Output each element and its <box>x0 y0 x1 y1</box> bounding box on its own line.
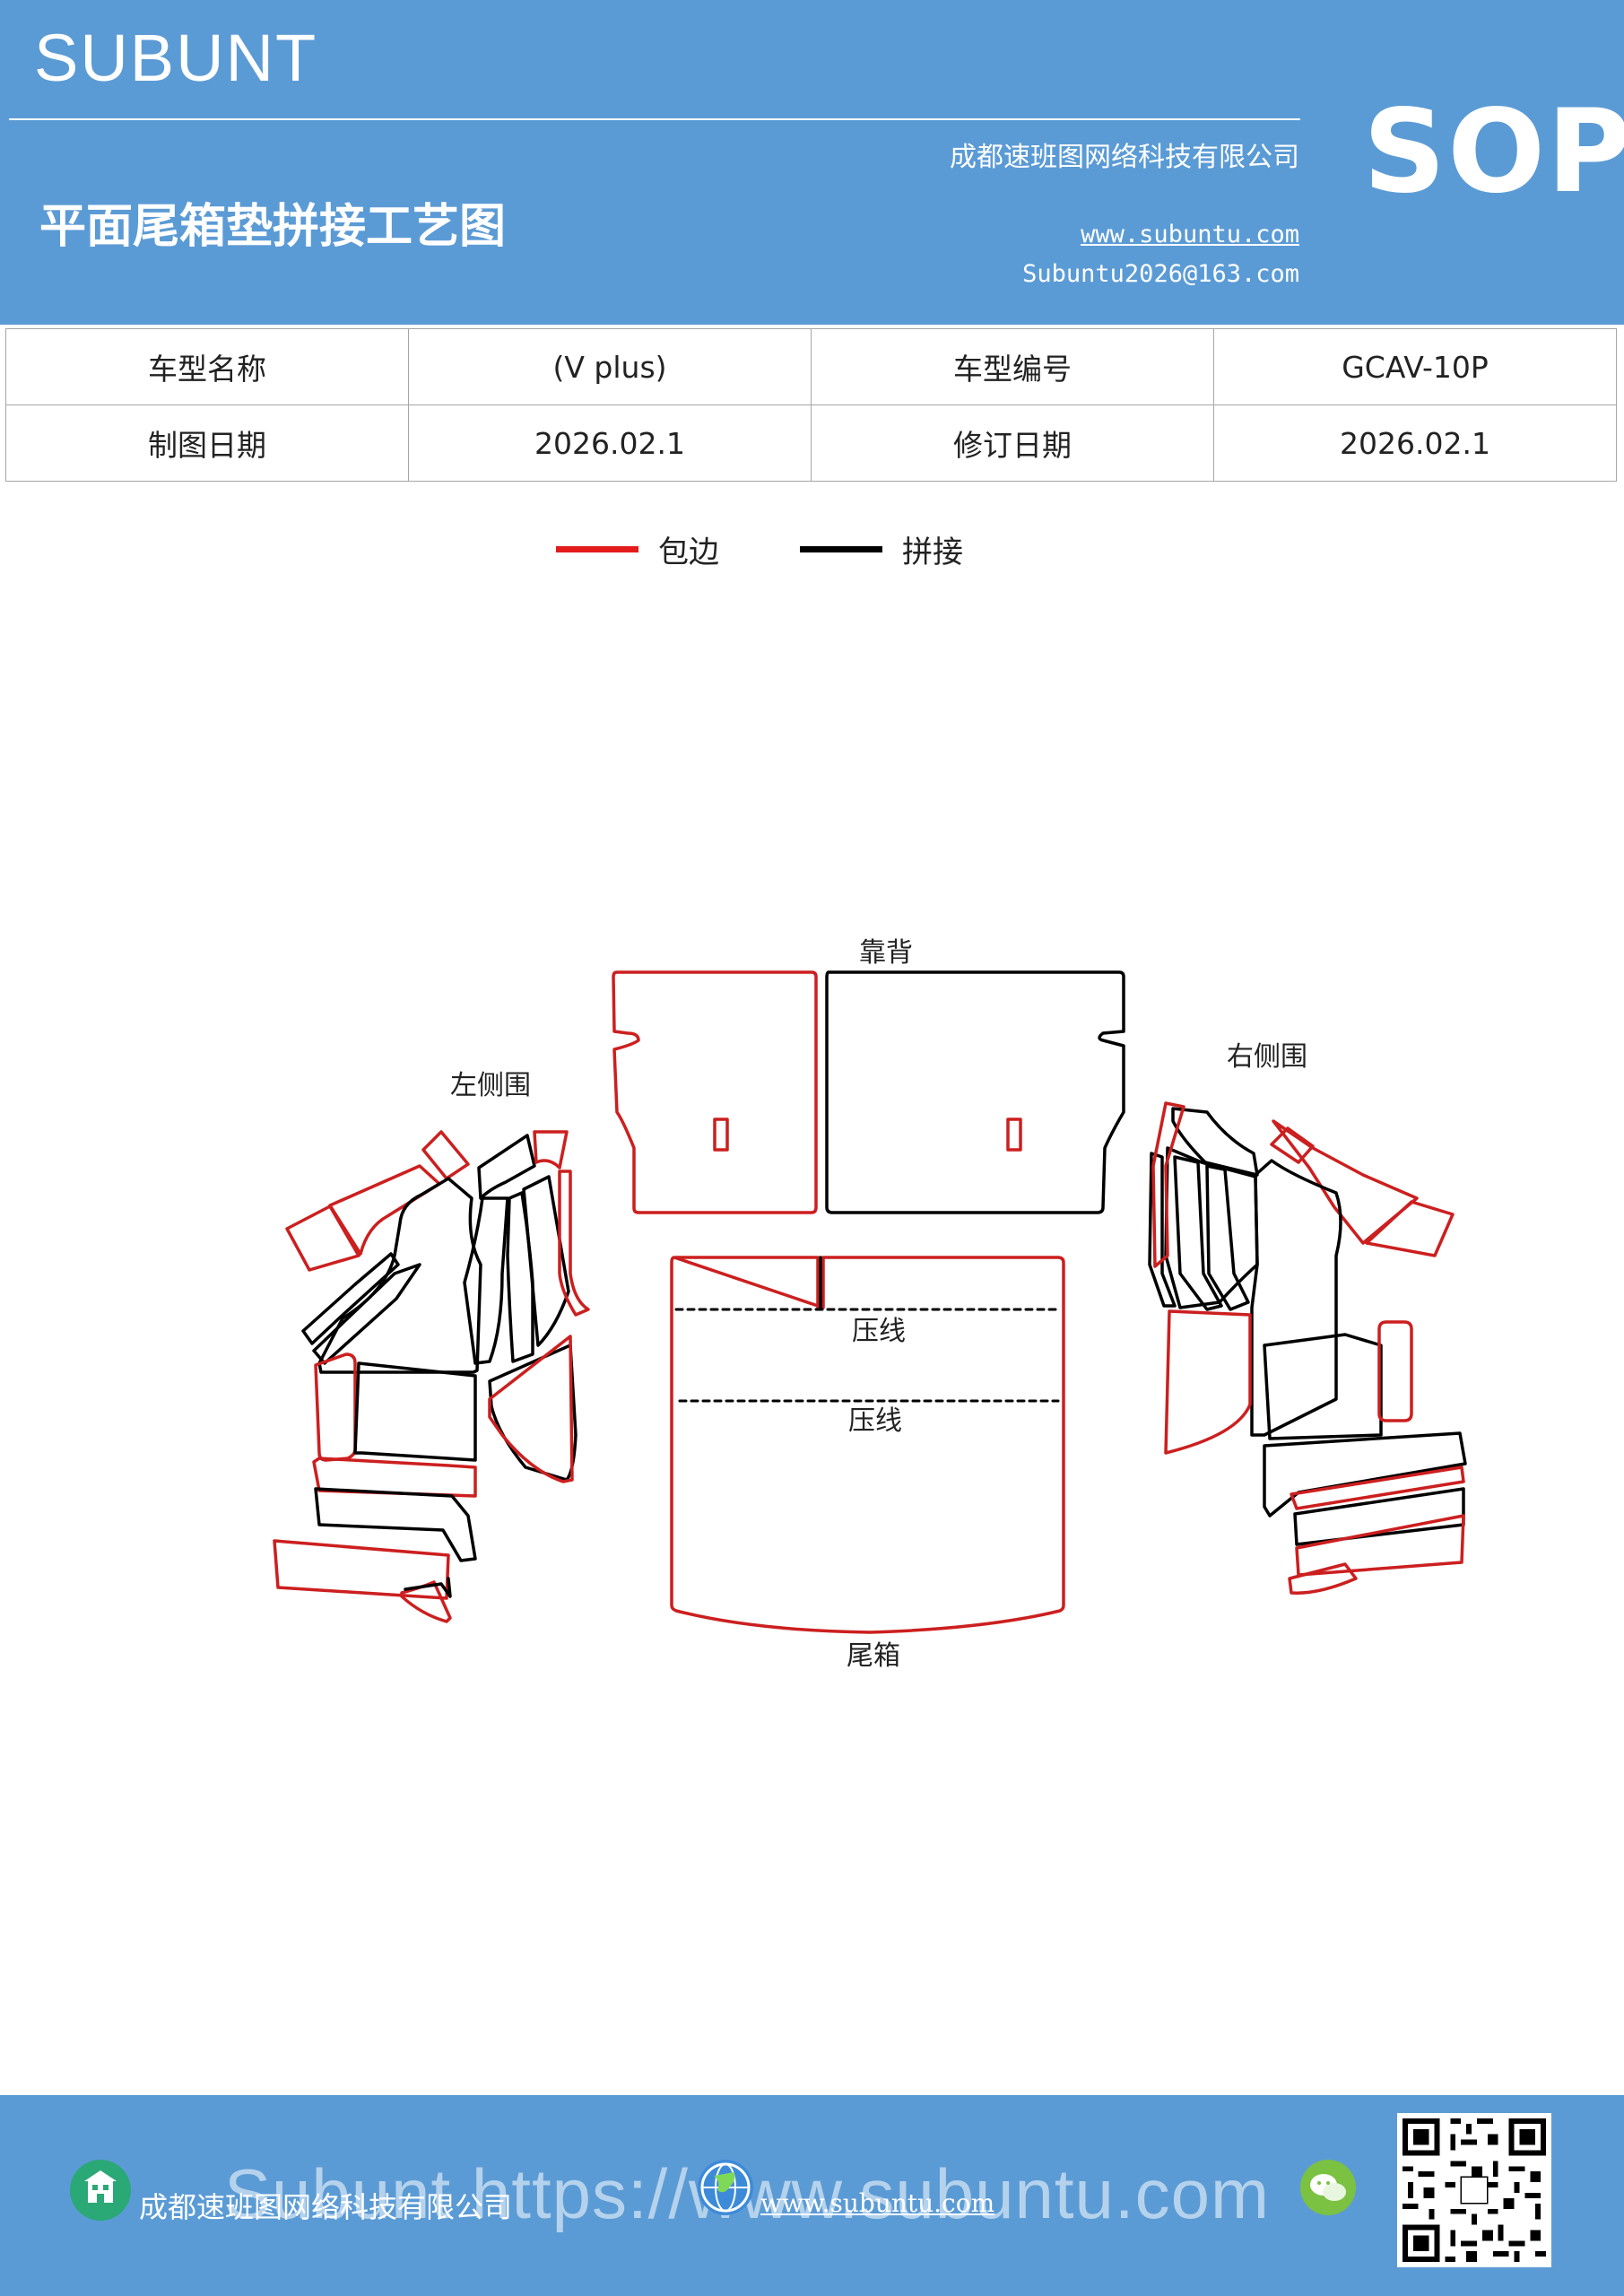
website-link[interactable]: www.subuntu.com <box>1081 221 1299 248</box>
backrest-left-slot <box>713 1118 729 1152</box>
company-name: 成都速班图网络科技有限公司 <box>950 142 1299 173</box>
label-left-side: 左侧围 <box>450 1070 531 1101</box>
email-address: Subuntu2026@163.com <box>1022 260 1299 288</box>
table-cell: 车型名称 <box>5 328 409 405</box>
legend-red-swatch <box>556 545 638 552</box>
building-icon <box>70 2160 131 2221</box>
qr-code <box>1397 2113 1551 2267</box>
backrest-right-slot <box>1006 1118 1022 1152</box>
legend-label: 包边 <box>658 534 719 570</box>
footer-website-link[interactable]: www.subuntu.com <box>760 2188 995 2218</box>
table-cell: 制图日期 <box>5 404 409 482</box>
header-divider <box>9 118 1300 120</box>
label-trunk: 尾箱 <box>847 1640 900 1672</box>
table-cell: 2026.02.1 <box>408 404 812 482</box>
label-crease-1: 压线 <box>852 1316 906 1347</box>
table-row: 车型名称 (V plus) 车型编号 GCAV-10P <box>5 328 1617 405</box>
vehicle-info-table: 车型名称 (V plus) 车型编号 GCAV-10P 制图日期 2026.02… <box>5 328 1617 482</box>
legend-item-seam: 拼接 <box>800 522 963 576</box>
table-cell: (V plus) <box>408 328 812 405</box>
footer-banner: Subunt https://www.subuntu.com 成都速班图网络科技… <box>0 2095 1624 2296</box>
brand-name: SUBUNT <box>34 21 318 95</box>
left-side-cover <box>273 1130 590 1623</box>
header-banner: SUBUNT SOP 平面尾箱垫拼接工艺图 成都速班图网络科技有限公司 www.… <box>0 0 1624 325</box>
sop-badge: SOP <box>1363 85 1624 219</box>
right-side-cover <box>1148 1101 1467 1595</box>
footer-company-name: 成都速班图网络科技有限公司 <box>139 2190 513 2224</box>
table-cell: 2026.02.1 <box>1213 404 1617 482</box>
table-cell: GCAV-10P <box>1213 328 1617 405</box>
table-cell: 车型编号 <box>811 328 1214 405</box>
backrest-right-panel <box>825 970 1125 1214</box>
table-row: 制图日期 2026.02.1 修订日期 2026.02.1 <box>5 404 1617 482</box>
label-crease-2: 压线 <box>848 1405 902 1437</box>
trunk-floor-panel <box>670 1256 1065 1634</box>
label-backrest: 靠背 <box>859 937 913 969</box>
globe-icon <box>698 2160 753 2215</box>
document-title: 平面尾箱垫拼接工艺图 <box>39 200 507 254</box>
legend-black-swatch <box>800 545 882 552</box>
legend-label: 拼接 <box>902 534 963 570</box>
mat-pattern-diagram: 靠背 左侧围 右侧围 压线 压线 尾箱 <box>273 937 1467 1672</box>
backrest-left-panel <box>612 970 818 1214</box>
label-right-side: 右侧围 <box>1227 1041 1307 1073</box>
wechat-icon <box>1300 2160 1356 2215</box>
table-cell: 修订日期 <box>811 404 1214 482</box>
legend-item-edge: 包边 <box>556 522 719 576</box>
